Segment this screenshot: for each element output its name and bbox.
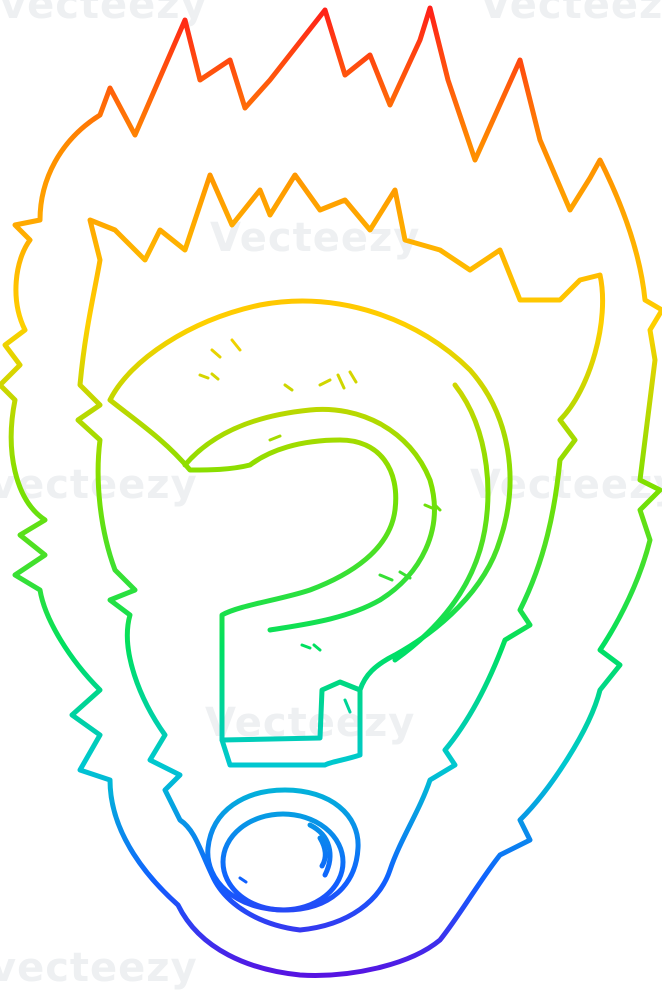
watermark-upper-middle: Vecteezy (210, 215, 421, 261)
question-mark-dot (220, 811, 346, 913)
question-mark-dot-highlight-small (317, 835, 328, 869)
question-mark-dot-ring (205, 787, 361, 913)
question-mark-hook-outline (107, 298, 513, 768)
shading-marks (198, 338, 442, 884)
question-mark-side-line (392, 382, 491, 663)
question-mark-depth-line (182, 406, 437, 633)
inner-flame-outline (75, 172, 606, 933)
question-mark-dot-highlight (307, 822, 333, 878)
watermark-top-left: vecteezy (0, 0, 208, 28)
question-mark-stem (219, 679, 363, 743)
outer-flame-outline (0, 5, 662, 978)
watermark-top-right: Vecteezy (480, 0, 662, 28)
watermark-middle-right: Vecteezy (470, 462, 662, 508)
